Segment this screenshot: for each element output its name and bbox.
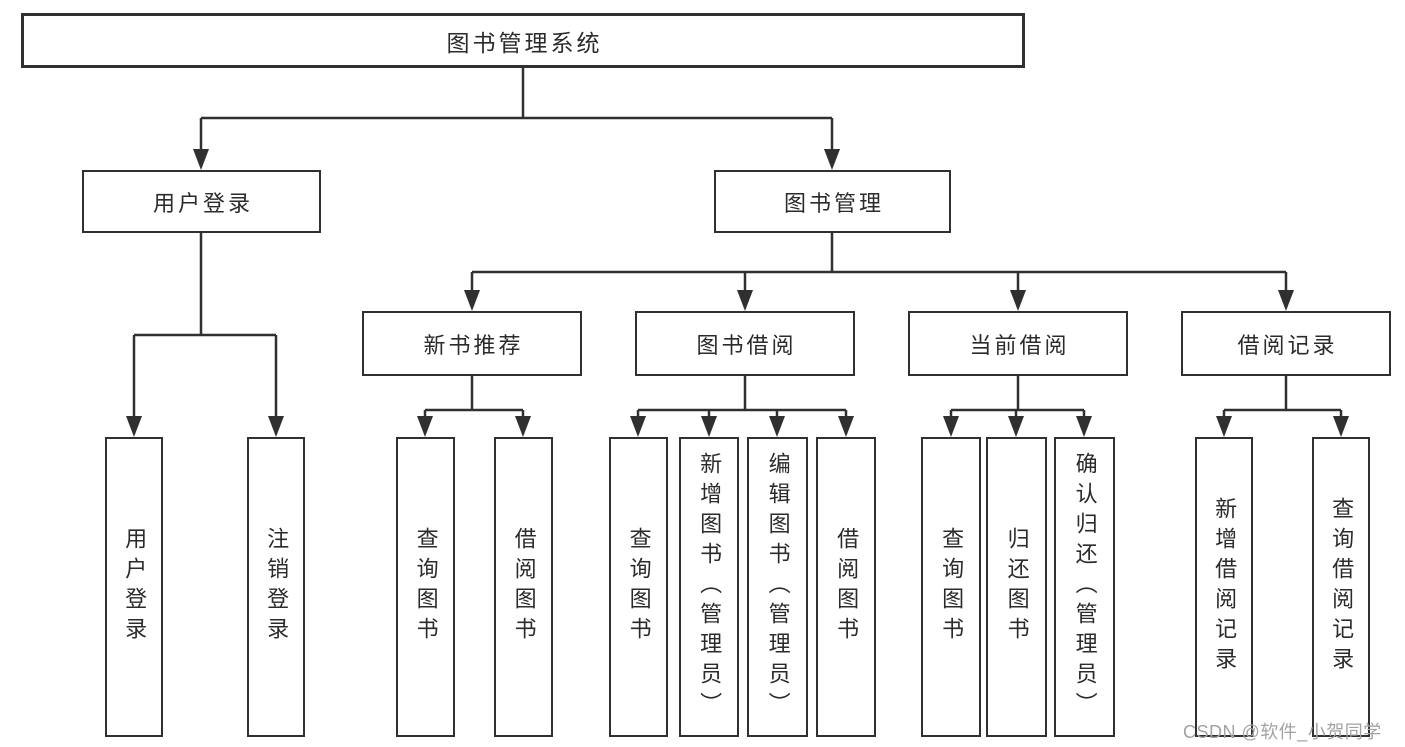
arrow-down-icon <box>193 149 209 170</box>
node-book-borrowing: 图书借阅 <box>635 311 855 376</box>
node-label: 注销登录 <box>264 527 290 647</box>
arrow-down-icon <box>943 416 959 437</box>
node-borrowing-records: 借阅记录 <box>1181 311 1391 376</box>
node-return-book: 归还图书 <box>986 437 1047 737</box>
node-label: 编辑图书（管理员） <box>765 452 791 722</box>
node-edit-book-admin: 编辑图书（管理员） <box>747 437 808 737</box>
arrow-down-icon <box>1216 416 1232 437</box>
arrow-down-icon <box>630 416 646 437</box>
node-label: 新增借阅记录 <box>1212 497 1238 677</box>
node-borrow-books-recommend: 借阅图书 <box>494 437 553 737</box>
node-label: 查询图书 <box>626 527 652 647</box>
node-label: 查询图书 <box>413 527 439 647</box>
arrow-down-icon <box>1010 290 1026 311</box>
node-query-books-borrowing: 查询图书 <box>609 437 668 737</box>
node-label: 归还图书 <box>1004 527 1030 647</box>
arrow-down-icon <box>701 416 717 437</box>
arrow-down-icon <box>1008 416 1024 437</box>
node-label: 用户登录 <box>122 527 148 647</box>
arrow-down-icon <box>838 416 854 437</box>
node-label: 借阅图书 <box>511 527 537 647</box>
arrow-down-icon <box>1076 416 1092 437</box>
node-library-management-system: 图书管理系统 <box>21 13 1025 68</box>
node-add-borrow-record: 新增借阅记录 <box>1195 437 1253 737</box>
watermark: CSDN @软件_小贺同学 <box>1183 722 1382 742</box>
node-add-book-admin: 新增图书（管理员） <box>679 437 739 737</box>
node-book-management: 图书管理 <box>714 170 951 233</box>
node-user-login-leaf: 用户登录 <box>105 437 163 737</box>
arrow-down-icon <box>417 416 433 437</box>
arrow-down-icon <box>737 290 753 311</box>
node-query-books-recommend: 查询图书 <box>396 437 455 737</box>
node-new-book-recommendation: 新书推荐 <box>362 311 582 376</box>
arrow-down-icon <box>464 290 480 311</box>
node-borrow-books-leaf: 借阅图书 <box>816 437 876 737</box>
node-query-borrow-record: 查询借阅记录 <box>1312 437 1370 737</box>
node-logout: 注销登录 <box>247 437 305 737</box>
arrow-down-icon <box>769 416 785 437</box>
arrow-down-icon <box>515 416 531 437</box>
arrow-down-icon <box>126 416 142 437</box>
node-label: 新增图书（管理员） <box>697 452 723 722</box>
node-current-borrowing: 当前借阅 <box>908 311 1128 376</box>
arrow-down-icon <box>1278 290 1294 311</box>
node-user-login: 用户登录 <box>82 170 321 233</box>
arrow-down-icon <box>268 416 284 437</box>
node-confirm-return-admin: 确认归还（管理员） <box>1054 437 1115 737</box>
node-query-books-current: 查询图书 <box>921 437 981 737</box>
node-label: 借阅图书 <box>834 527 860 647</box>
connector-path <box>132 68 1343 420</box>
node-label: 查询借阅记录 <box>1329 497 1355 677</box>
node-label: 确认归还（管理员） <box>1072 452 1098 722</box>
arrowhead-icons <box>126 149 1349 437</box>
arrow-down-icon <box>824 149 840 170</box>
node-label: 查询图书 <box>939 527 965 647</box>
arrow-down-icon <box>1333 416 1349 437</box>
